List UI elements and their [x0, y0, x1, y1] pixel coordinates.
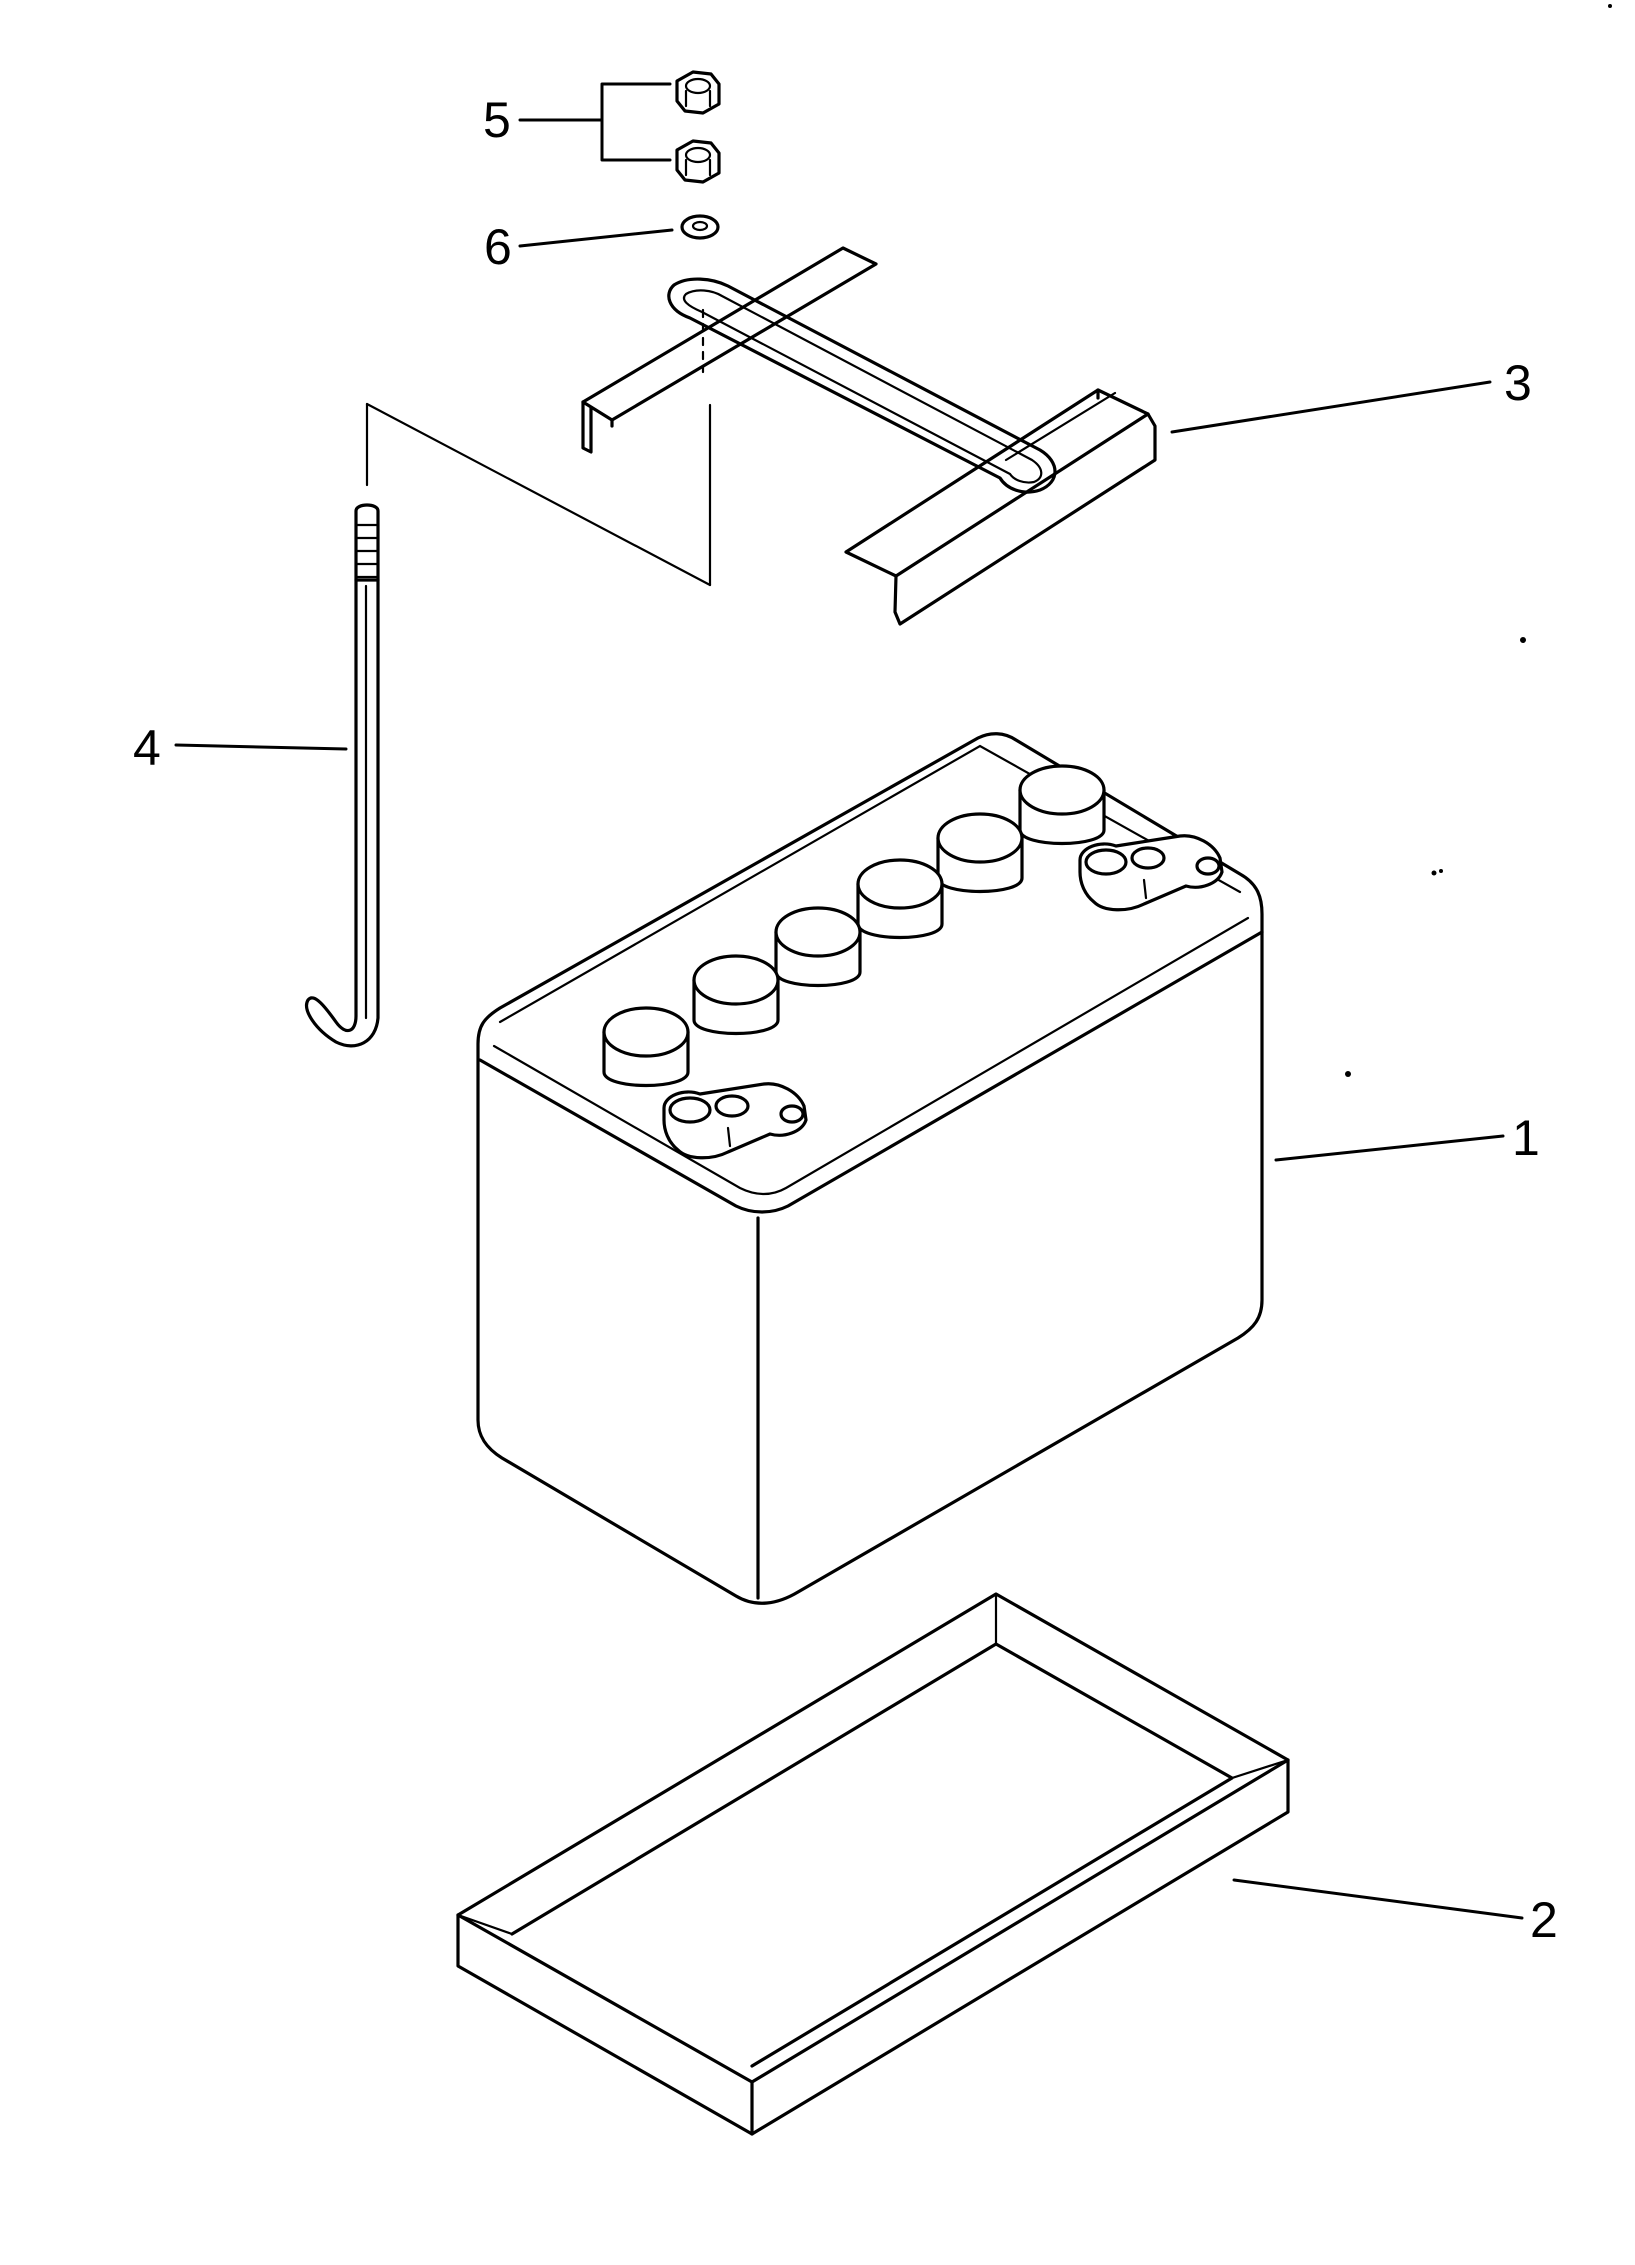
nut-upper [675, 70, 721, 115]
nut-lower [675, 139, 721, 184]
battery [476, 732, 1264, 1605]
callout-2: 2 [1530, 1892, 1558, 1948]
callout-4: 4 [133, 720, 161, 776]
cell-cap [774, 906, 862, 987]
terminal-clamp-front [662, 1082, 808, 1160]
cell-cap [856, 858, 944, 939]
battery-tray [456, 1592, 1290, 2136]
hold-down-bracket [581, 246, 1157, 626]
j-bolt [305, 402, 712, 1048]
leader-lines [174, 82, 1524, 1920]
callout-6: 6 [484, 219, 512, 275]
washer [680, 214, 720, 240]
callout-5: 5 [483, 92, 511, 148]
terminal-clamp-rear [1078, 834, 1224, 912]
callout-3: 3 [1504, 355, 1532, 411]
cell-cap [692, 954, 780, 1035]
cell-cap [602, 1006, 690, 1087]
cell-cap [936, 812, 1024, 893]
scan-specks [1345, 4, 1612, 1077]
callout-1: 1 [1512, 1110, 1540, 1166]
cell-cap [1018, 764, 1106, 845]
